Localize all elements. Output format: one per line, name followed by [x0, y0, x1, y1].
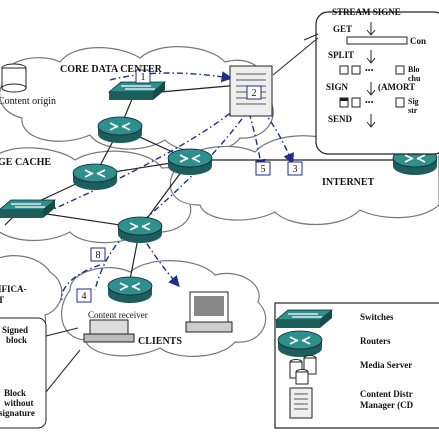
step-sign: SIGN — [326, 82, 349, 92]
internet-label: INTERNET — [322, 177, 375, 188]
certification-label-line2: T — [0, 295, 4, 305]
unsigned-block-label: Block — [4, 388, 26, 398]
signed-block-label: Signed — [2, 325, 28, 335]
svg-text:1: 1 — [141, 72, 146, 83]
step-8-label: 8 — [90, 247, 106, 262]
arrow-down-icon — [366, 114, 376, 128]
content-origin-icon — [1, 63, 27, 93]
cdm-server-icon — [229, 65, 273, 117]
media-server-icon — [289, 355, 317, 385]
svg-text:4: 4 — [82, 291, 87, 302]
sign-note: (AMORT — [378, 82, 415, 92]
stream-box-title: STREAM SIGNE — [332, 7, 401, 17]
svg-text:•••: ••• — [365, 98, 374, 107]
legend-routers: Routers — [360, 336, 391, 346]
client-router — [107, 276, 153, 304]
split-desc-1: Blo — [408, 65, 420, 74]
content-origin-label: Content origin — [0, 96, 56, 107]
step-1-label: 1 — [135, 69, 151, 84]
core-router — [97, 116, 143, 144]
stream-signing-panel: STREAM SIGNE GET Con SPLIT ••• Blo chu S… — [272, 7, 439, 155]
step-send: SEND — [328, 114, 353, 124]
split-desc-2: chu — [408, 74, 421, 83]
core-data-center-label: CORE DATA CENTER — [60, 64, 163, 75]
cdm-icon — [289, 387, 313, 419]
unsigned-block-label-3: signature — [0, 408, 35, 418]
router-icon — [277, 330, 323, 358]
signed-block-label-2: block — [6, 335, 27, 345]
certification-label: IFICA- — [0, 284, 27, 294]
device-legend: Switches Routers Media Server Content Di… — [274, 302, 439, 429]
internet-router-1 — [167, 148, 213, 176]
content-receiver-label: Content receiver — [88, 310, 148, 320]
step-5-label: 5 — [255, 161, 271, 176]
sign-desc-1: Sig — [408, 97, 419, 106]
legend-switches: Switches — [360, 312, 394, 322]
arrow-down-icon — [366, 50, 376, 64]
step-4-label: 4 — [76, 288, 92, 303]
client-computer-icon — [83, 319, 135, 343]
arrow-down-icon — [366, 22, 376, 36]
sign-desc-2: str — [408, 106, 418, 115]
content-bar — [346, 36, 408, 45]
legend-cdm-2: Manager (CD — [360, 400, 414, 410]
block-legend: Signed block Block without signature — [0, 317, 81, 429]
legend-media-servers: Media Server — [360, 360, 412, 370]
get-desc: Con — [410, 36, 426, 46]
step-3-label: 3 — [287, 161, 303, 176]
step-get: GET — [333, 24, 352, 34]
step-labels: 1 2 3 4 5 8 — [76, 69, 303, 303]
legend-cdm: Content Distr — [360, 389, 413, 399]
edge-cache-label: GE CACHE — [0, 157, 51, 168]
step-split: SPLIT — [328, 50, 354, 60]
cloud-internet — [169, 134, 439, 225]
svg-text:3: 3 — [293, 164, 298, 175]
svg-text:2: 2 — [252, 88, 257, 99]
arrow-down-icon — [366, 82, 376, 96]
unsigned-block-label-2: without — [4, 398, 34, 408]
svg-text:8: 8 — [96, 250, 101, 261]
step-2-label: 2 — [246, 85, 262, 100]
client-workstation-icon — [185, 291, 233, 333]
clients-label: CLIENTS — [138, 336, 182, 347]
svg-text:•••: ••• — [365, 66, 374, 75]
edge-router-2 — [117, 216, 163, 244]
svg-text:5: 5 — [261, 164, 266, 175]
edge-router — [72, 163, 118, 191]
